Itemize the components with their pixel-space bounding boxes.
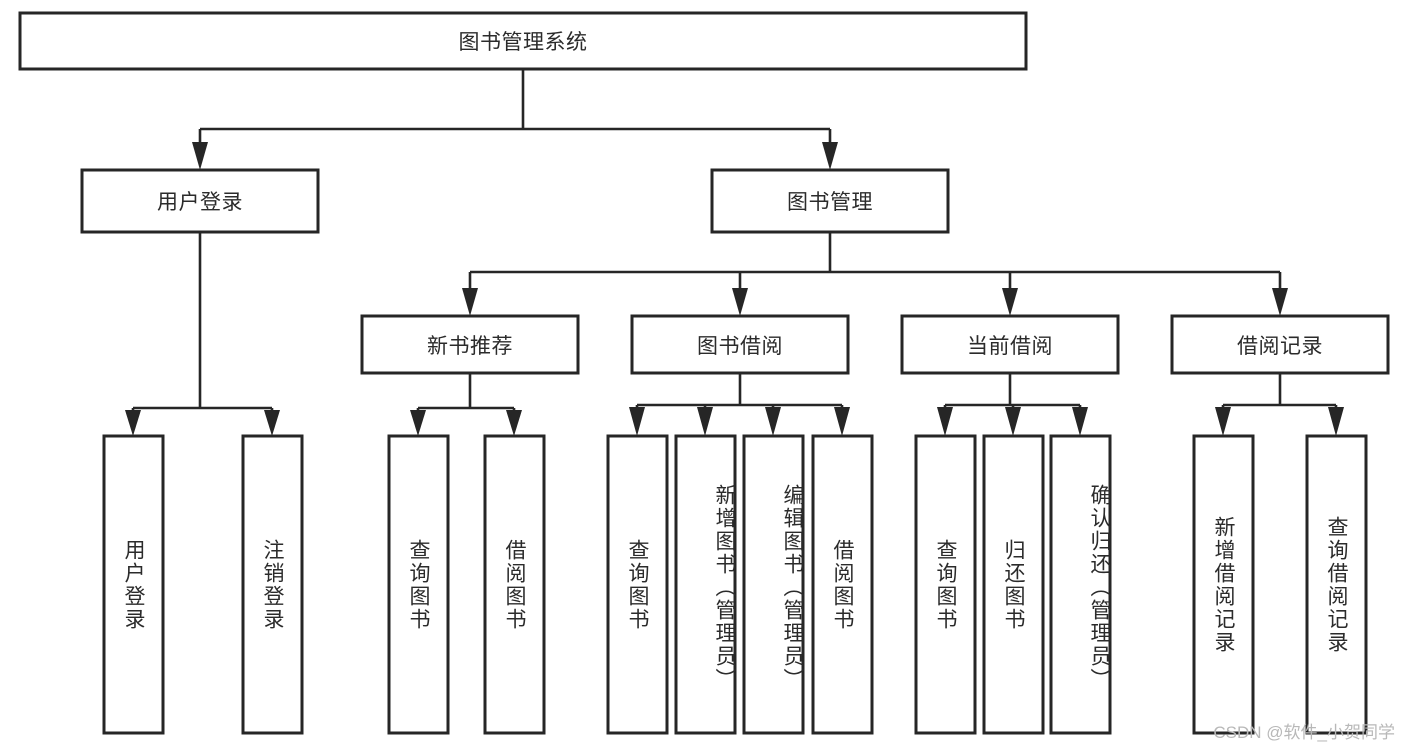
arrow-head-book-mgmt xyxy=(822,142,838,170)
arrow-head-cur-confirm xyxy=(1072,407,1088,436)
node-box-current-borrow[interactable] xyxy=(900,314,1120,375)
node-box-leaf-rec-query-record[interactable] xyxy=(1305,434,1368,735)
node-box-root[interactable] xyxy=(18,11,1028,71)
node-box-leaf-cur-query-book[interactable] xyxy=(914,434,977,735)
arrow-head-new-book xyxy=(462,288,478,316)
arrow-head-nb-query xyxy=(410,410,426,436)
arrow-head-bw-edit xyxy=(765,407,781,436)
node-box-leaf-bw-add-book[interactable] xyxy=(674,434,737,735)
connector-record-to-leaves xyxy=(1215,373,1344,436)
arrow-head-rec-query xyxy=(1328,407,1344,436)
node-box-leaf-cur-confirm-return[interactable] xyxy=(1049,434,1112,735)
arrow-head-borrow xyxy=(732,288,748,316)
connector-book-mgmt-to-level3 xyxy=(462,232,1288,316)
node-box-leaf-cur-return-book[interactable] xyxy=(982,434,1045,735)
arrow-head-nb-borrow xyxy=(506,410,522,436)
node-box-leaf-user-login[interactable] xyxy=(102,434,165,735)
node-box-new-book-recommend[interactable] xyxy=(360,314,580,375)
node-box-leaf-bw-query-book[interactable] xyxy=(606,434,669,735)
connector-root-to-level2 xyxy=(192,69,838,170)
connector-current-to-leaves xyxy=(937,373,1088,436)
connector-new-book-to-leaves xyxy=(410,373,522,436)
node-box-user-login[interactable] xyxy=(80,168,320,234)
node-box-leaf-nb-borrow-book[interactable] xyxy=(483,434,546,735)
node-box-leaf-nb-query-book[interactable] xyxy=(387,434,450,735)
arrow-head-rec-add xyxy=(1215,407,1231,436)
node-box-book-borrow[interactable] xyxy=(630,314,850,375)
connector-user-login-to-leaves xyxy=(125,232,280,436)
node-box-leaf-bw-borrow-book[interactable] xyxy=(811,434,874,735)
arrow-head-bw-query xyxy=(629,407,645,436)
arrow-head-bw-add xyxy=(697,407,713,436)
arrow-head-bw-borrow xyxy=(834,407,850,436)
arrow-head-user-login xyxy=(192,142,208,170)
node-box-leaf-rec-add-record[interactable] xyxy=(1192,434,1255,735)
arrow-head-record xyxy=(1272,288,1288,316)
node-box-leaf-bw-edit-book[interactable] xyxy=(742,434,805,735)
arrow-head-cur-query xyxy=(937,407,953,436)
connector-borrow-to-leaves xyxy=(629,373,850,436)
arrow-head-leaf-logout xyxy=(264,410,280,436)
node-box-leaf-logout[interactable] xyxy=(241,434,304,735)
arrow-head-leaf-user-login xyxy=(125,410,141,436)
arrow-head-cur-return xyxy=(1005,407,1021,436)
node-box-book-management[interactable] xyxy=(710,168,950,234)
arrow-head-current xyxy=(1002,288,1018,316)
node-box-borrow-record[interactable] xyxy=(1170,314,1390,375)
